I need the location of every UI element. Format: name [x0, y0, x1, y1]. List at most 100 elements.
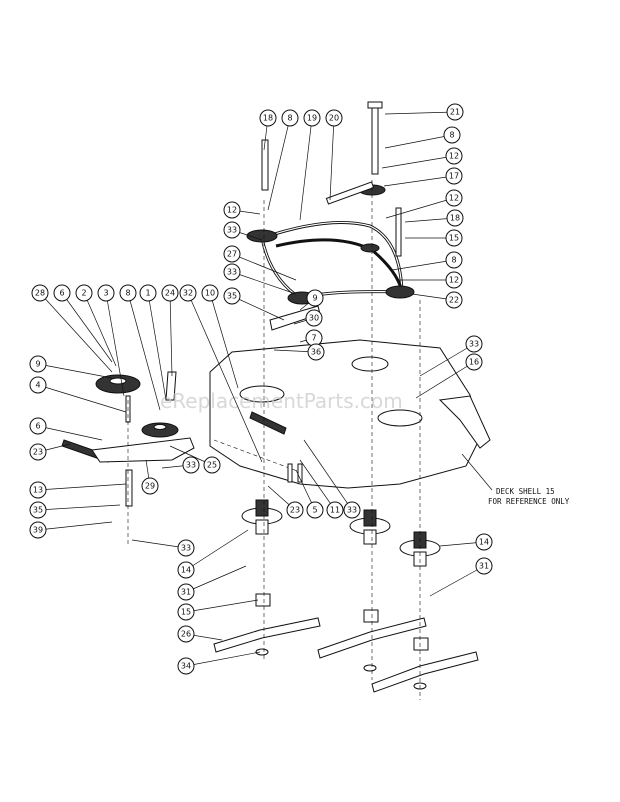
callout-29: 29: [141, 459, 159, 495]
callout-balloon: [306, 289, 324, 307]
callout-number: 14: [479, 538, 489, 547]
callout-number: 33: [227, 268, 237, 277]
callout-leader: [185, 529, 249, 571]
callout-leader: [383, 175, 455, 187]
callout-balloon: [286, 501, 304, 519]
callout-8: 8: [119, 284, 161, 411]
callout-number: 24: [165, 289, 175, 298]
callout-balloon: [31, 284, 49, 302]
callout-balloon: [475, 557, 493, 575]
callout-2: 2: [75, 284, 117, 367]
callout-31: 31: [429, 557, 493, 597]
callout-number: 1: [145, 289, 150, 298]
callout-number: 33: [469, 340, 479, 349]
callout-balloon: [475, 533, 493, 551]
callout-balloon: [445, 229, 463, 247]
callout-balloon: [465, 353, 483, 371]
callout-leader: [185, 651, 261, 667]
callout-number: 33: [186, 461, 196, 470]
callout-leader: [39, 292, 113, 373]
callout-balloon: [303, 109, 321, 127]
callout-balloon: [325, 109, 343, 127]
callout-6: 6: [53, 284, 113, 363]
callout-number: 9: [312, 294, 317, 303]
callout-leader: [37, 521, 113, 531]
callout-number: 15: [449, 234, 459, 243]
idler-arm: [91, 437, 195, 463]
callout-17: 17: [383, 167, 463, 187]
center-lines: [127, 180, 421, 700]
callout-balloon: [139, 284, 157, 302]
callout-leader: [419, 343, 475, 377]
callout-balloon: [443, 126, 461, 144]
callout-balloon: [119, 284, 137, 302]
callout-6: 6: [29, 417, 103, 441]
callout-balloon: [203, 456, 221, 474]
callout-number: 33: [347, 506, 357, 515]
callout-balloon: [201, 284, 219, 302]
callout-26: 26: [177, 625, 223, 643]
callout-12: 12: [381, 147, 463, 169]
drive-belts: [260, 220, 404, 300]
callout-21: 21: [384, 103, 464, 121]
callout-balloon: [445, 189, 463, 207]
deck-shell: [209, 339, 491, 489]
callout-11: 11: [299, 459, 344, 519]
callout-balloon: [305, 309, 323, 327]
callout-number: 12: [449, 194, 459, 203]
callout-balloon: [177, 561, 195, 579]
callout-leader: [61, 292, 113, 363]
callout-8: 8: [384, 126, 461, 149]
callout-number: 25: [207, 461, 217, 470]
callout-number: 7: [311, 334, 316, 343]
callout-balloon: [446, 209, 464, 227]
callout-number: 8: [449, 131, 454, 140]
callout-number: 19: [307, 114, 317, 123]
callout-33: 33: [419, 335, 483, 377]
callout-balloon: [177, 583, 195, 601]
callout-number: 32: [183, 289, 193, 298]
callout-leader: [37, 425, 103, 441]
callout-balloon: [223, 245, 241, 263]
callout-15: 15: [405, 229, 463, 247]
callout-leader: [187, 292, 263, 463]
callout-balloon: [177, 603, 195, 621]
callout-balloon: [343, 501, 361, 519]
callout-leader: [231, 253, 297, 281]
callout-leader: [391, 259, 455, 271]
callout-35: 35: [29, 501, 121, 519]
callout-balloon: [465, 335, 483, 353]
callout-33: 33: [131, 539, 195, 557]
callout-8: 8: [391, 251, 463, 271]
callout-number: 36: [311, 348, 321, 357]
callout-leader: [385, 197, 455, 219]
callout-23: 23: [29, 443, 71, 461]
callout-19: 19: [299, 109, 321, 221]
callout-number: 13: [33, 486, 43, 495]
callout-leader: [127, 292, 161, 411]
callout-leader: [303, 439, 353, 511]
callout-balloon: [223, 201, 241, 219]
callout-number: 12: [227, 206, 237, 215]
callout-number: 31: [181, 588, 191, 597]
callout-35: 35: [223, 287, 285, 321]
callout-number: 30: [309, 314, 319, 323]
callout-leader: [381, 155, 455, 169]
callout-number: 18: [450, 214, 460, 223]
callout-number: 6: [59, 289, 64, 298]
callout-28: 28: [31, 284, 113, 373]
callout-34: 34: [177, 651, 261, 675]
callout-number: 14: [181, 566, 191, 575]
callout-number: 26: [181, 630, 191, 639]
callout-number: 23: [33, 448, 43, 457]
callout-leader: [105, 292, 125, 397]
callout-number: 9: [35, 360, 40, 369]
callout-number: 3: [103, 289, 108, 298]
callout-14: 14: [439, 533, 493, 551]
callout-leader: [185, 599, 259, 613]
callout-number: 35: [33, 506, 43, 515]
callout-balloon: [446, 103, 464, 121]
callout-23: 23: [267, 485, 304, 519]
callout-balloon: [177, 539, 195, 557]
